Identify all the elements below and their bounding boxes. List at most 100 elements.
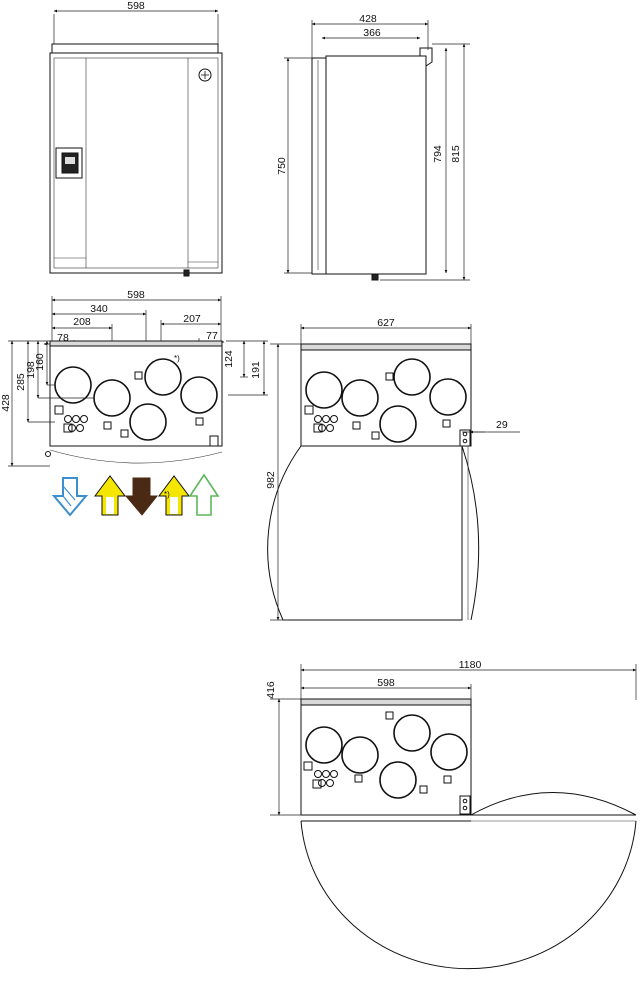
duct-connection-exhaust: [144, 358, 182, 396]
hinge-block: [459, 795, 471, 815]
electrical-port-icon: [312, 779, 322, 789]
install-back-rail: [300, 698, 472, 706]
control-screen: [65, 157, 75, 164]
dim-top-77: 77: [206, 330, 218, 342]
install-cabinet: [300, 704, 472, 816]
cable-gland-icon: [318, 779, 326, 787]
sensor-port-icon: [195, 417, 204, 426]
sensor-port-icon: [352, 421, 361, 430]
dim-wide-1180: 1180: [459, 659, 482, 671]
side-drain-outlet: [371, 273, 379, 281]
dim-front-width: 598: [127, 0, 145, 12]
side-top-bracket: [419, 47, 433, 67]
electrical-port-icon: [63, 423, 73, 433]
cable-gland-icon: [322, 415, 330, 423]
arrow-supply-air-icon: [94, 475, 126, 516]
sensor-port-icon: [134, 371, 143, 380]
cable-gland-icon: [72, 415, 80, 423]
dim-top-285: 285: [15, 373, 27, 391]
dim-side-depth-inner: 366: [363, 27, 381, 39]
door-swing-hint: [49, 449, 223, 464]
door-swing-arc: [267, 445, 463, 621]
door-view-duct-5: [379, 405, 417, 443]
dim-top-124: 124: [223, 350, 235, 368]
sensor-port-icon: [443, 775, 452, 784]
door-swing-half-circle: [300, 820, 637, 970]
front-drain-outlet: [183, 269, 190, 277]
side-front-door: [311, 57, 327, 275]
door-view-cabinet: [300, 349, 472, 447]
cable-gland-icon: [314, 415, 322, 423]
front-door-outline: [53, 57, 219, 269]
dim-door-swing: 982: [265, 471, 277, 489]
install-duct-2: [341, 736, 379, 774]
door-swing-view: 627 29 982: [265, 317, 520, 621]
airflow-legend: *): [51, 473, 220, 517]
installation-view: 1180 598 416: [265, 659, 637, 970]
install-duct-1: [305, 726, 343, 764]
hinge-block: [209, 435, 219, 447]
arrow-outdoor-air-icon: [51, 477, 89, 517]
dim-top-428: 428: [0, 394, 12, 412]
door-view-duct-3: [393, 358, 431, 396]
open-door-curve: [470, 792, 637, 816]
dim-side-height-815: 815: [450, 145, 462, 163]
footnote-mark: *): [174, 354, 180, 363]
arrow-hatch: [62, 495, 72, 507]
sensor-port-icon: [385, 711, 394, 720]
top-view: 598 340 208 78 207 77 *): [0, 289, 268, 467]
dim-top-width: 598: [127, 289, 145, 301]
sensor-port-icon: [442, 419, 451, 428]
top-cabinet: [49, 345, 223, 447]
dim-top-191: 191: [250, 361, 262, 379]
electrical-port-icon: [54, 405, 64, 415]
dim-top-208: 208: [73, 316, 91, 328]
arrow-hatch: [62, 485, 76, 501]
dim-wide-416: 416: [265, 681, 277, 699]
cable-gland-icon: [80, 415, 88, 423]
cable-gland-icon: [330, 415, 338, 423]
dim-side-height-body: 750: [276, 157, 288, 175]
cable-gland-icon: [314, 770, 322, 778]
dim-top-340: 340: [90, 303, 108, 315]
dim-door-width: 627: [377, 317, 395, 329]
electrical-port-icon: [313, 423, 323, 433]
arrow-extract-core: [170, 497, 178, 514]
dim-side-height-794: 794: [432, 145, 444, 163]
install-duct-4: [430, 733, 468, 771]
cable-gland-icon: [76, 424, 84, 432]
sensor-port-icon: [371, 431, 380, 440]
dim-top-78: 78: [57, 332, 69, 344]
hinge-pin-icon: [462, 805, 468, 811]
hinge-pin-icon: [462, 438, 468, 444]
arrow-exhaust-air-icon: [124, 477, 159, 516]
footnote-mark-arrow: *): [164, 490, 170, 499]
door-view-duct-4: [429, 378, 467, 416]
drain-outlet-icon: [45, 451, 51, 457]
sensor-port-icon: [354, 774, 363, 783]
sensor-port-icon: [385, 372, 394, 381]
cable-gland-icon: [326, 779, 334, 787]
cable-gland-icon: [326, 424, 334, 432]
dim-top-160: 160: [34, 353, 46, 371]
sensor-port-icon: [103, 421, 112, 430]
cable-gland-icon: [322, 770, 330, 778]
arrow-extract-air-icon: [158, 475, 190, 516]
cable-gland-icon: [64, 415, 72, 423]
side-view: 428 366 750 794 815: [276, 13, 470, 281]
door-view-duct-2: [341, 379, 379, 417]
duct-connection-extract: [180, 376, 218, 414]
top-back-rail: [49, 340, 223, 347]
front-top-cap: [51, 43, 219, 54]
install-duct-5: [379, 761, 417, 799]
electrical-port-icon: [303, 761, 313, 771]
dim-top-207: 207: [183, 313, 201, 325]
door-view-back-rail: [300, 343, 472, 351]
arrow-extract-green-icon: [188, 473, 220, 516]
dim-wide-598: 598: [377, 677, 395, 689]
hinge-pin-icon: [462, 798, 468, 804]
dim-side-depth-total: 428: [359, 13, 377, 25]
hinge-block: [459, 429, 471, 447]
door-view-duct-1: [305, 371, 343, 409]
front-view: 598: [49, 0, 223, 277]
